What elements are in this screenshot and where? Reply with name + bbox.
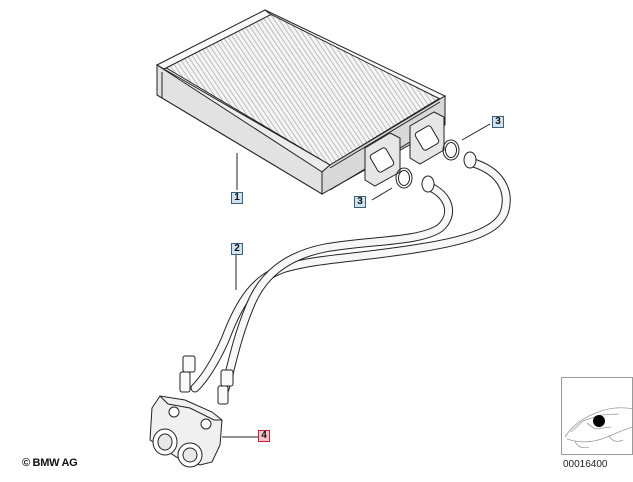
car-locator-thumbnail-icon[interactable] [561, 377, 633, 455]
heater-core [155, 9, 447, 195]
copyright-label: © BMW AG [22, 457, 78, 469]
callout-2[interactable]: 2 [231, 243, 243, 255]
callout-3-right[interactable]: 3 [492, 116, 504, 128]
callout-1[interactable]: 1 [231, 192, 243, 204]
coolant-pipes [179, 151, 511, 405]
callout-3-left[interactable]: 3 [354, 196, 366, 208]
document-number: 00016400 [563, 459, 608, 470]
callout-4[interactable]: 4 [258, 430, 270, 442]
leader-line-3b [461, 123, 491, 141]
pipe-flange [149, 395, 223, 468]
leader-line-3a [371, 187, 393, 201]
o-rings [395, 139, 460, 189]
